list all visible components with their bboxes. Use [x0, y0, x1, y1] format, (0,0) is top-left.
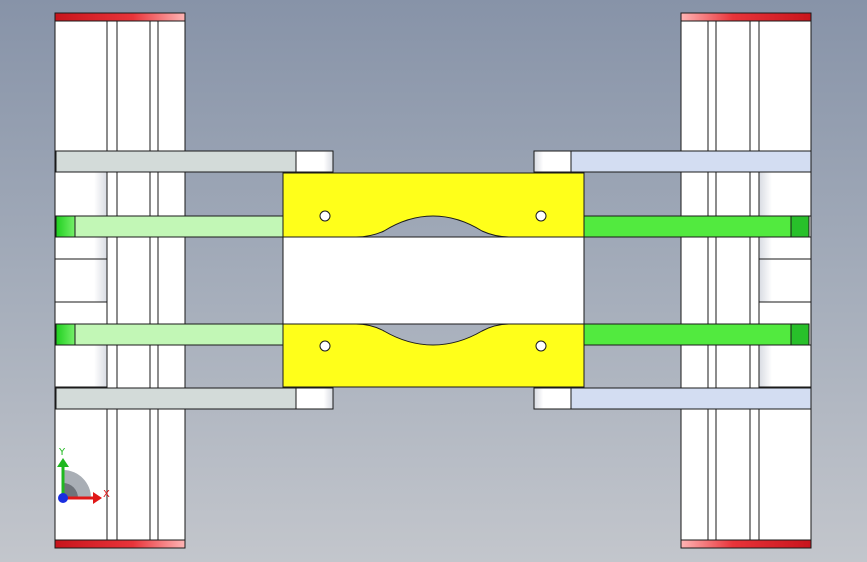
- left-bearing-block: [54, 171, 108, 217]
- left-top-guide-end: [295, 150, 334, 173]
- clamp-bolt-hole: [535, 210, 547, 222]
- rod-bars: [55, 215, 810, 346]
- right-top-guide-bar: [570, 150, 812, 173]
- right-top-guide-end: [533, 150, 572, 173]
- right-rail-top-cap: [680, 12, 812, 22]
- clamp-gap: [282, 236, 585, 325]
- left-bearing-block: [54, 344, 108, 388]
- clamp-bolt-hole: [319, 210, 331, 222]
- lower-clamp-jaw: [282, 323, 585, 388]
- guide-bars: [55, 150, 812, 410]
- left-rail: [54, 12, 186, 549]
- right-upper-rod-end: [790, 215, 810, 238]
- right-lower-rod: [583, 323, 810, 346]
- right-bottom-guide-bar: [570, 387, 812, 410]
- left-lower-rod-end: [55, 323, 76, 346]
- right-rail: [680, 12, 812, 549]
- right-bearing-block: [758, 236, 812, 260]
- right-bearing-block: [758, 258, 812, 303]
- left-bottom-guide-bar: [55, 387, 297, 410]
- right-bearing-block: [758, 344, 812, 388]
- clamp-bolt-hole: [535, 340, 547, 352]
- right-lower-rod-end: [790, 323, 810, 346]
- left-upper-rod: [55, 215, 284, 238]
- left-bottom-guide-end: [295, 387, 334, 410]
- left-rail-top-cap: [54, 12, 186, 22]
- axis-triad-icon: Y X: [57, 447, 110, 504]
- left-bearing-block: [54, 258, 108, 303]
- left-rail-bottom-cap: [54, 539, 186, 549]
- x-axis-label: X: [103, 489, 110, 500]
- right-bottom-guide-end: [533, 387, 572, 410]
- left-upper-rod-end: [55, 215, 76, 238]
- left-bearing-block: [54, 236, 108, 260]
- left-top-guide-bar: [55, 150, 297, 173]
- right-bearing-block: [758, 171, 812, 217]
- left-lower-rod: [55, 323, 284, 346]
- clamp-bolt-hole: [319, 340, 331, 352]
- center-clamp: [282, 172, 585, 388]
- right-upper-rod: [583, 215, 810, 238]
- y-axis-label: Y: [58, 447, 66, 458]
- z-axis-dot: [58, 493, 68, 503]
- upper-clamp-jaw: [282, 172, 585, 238]
- right-rail-bottom-cap: [680, 539, 812, 549]
